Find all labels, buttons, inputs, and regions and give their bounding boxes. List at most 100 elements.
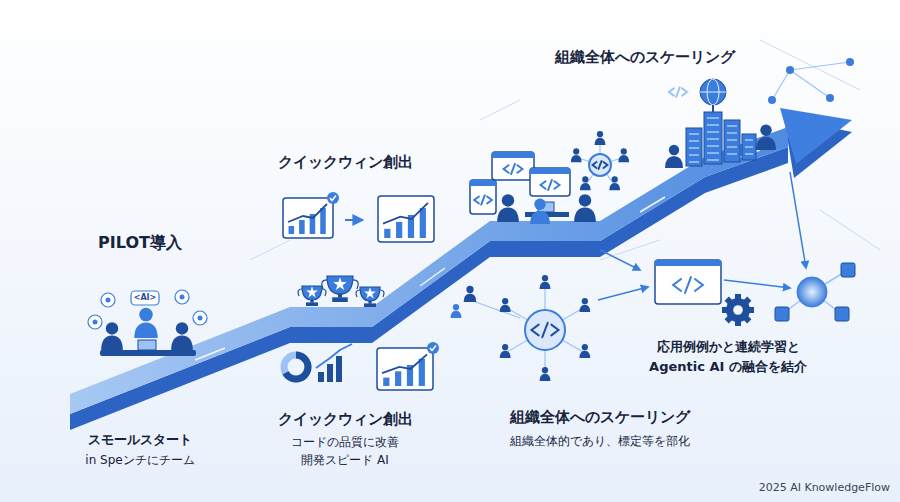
person-head [612, 176, 618, 182]
flow-arrow [598, 287, 648, 300]
person-body [618, 155, 629, 162]
code-window [492, 152, 534, 180]
watermark: 2025 AI KnowledgeFlow [759, 482, 890, 495]
chart-panel [283, 198, 333, 238]
idea-dot [198, 316, 203, 321]
person-head [621, 148, 627, 154]
person-body [756, 137, 776, 150]
cube [775, 307, 789, 321]
code-symbol [474, 195, 492, 204]
server-slot [707, 118, 719, 119]
trend-line [383, 203, 428, 224]
person-head [502, 194, 514, 206]
idea-bubble [88, 315, 102, 329]
person-head [573, 148, 579, 154]
person-body [595, 138, 606, 145]
faint-line [760, 40, 860, 90]
check-mark [330, 196, 336, 201]
person-head [466, 286, 473, 293]
code-symbol [532, 323, 559, 337]
server-slot [727, 154, 737, 155]
cube [835, 307, 849, 321]
globe-equator [700, 92, 726, 93]
laptop [138, 340, 156, 350]
globe [700, 79, 726, 105]
chart-bar [420, 208, 426, 238]
trophy-stem [310, 300, 313, 303]
faint-line [820, 210, 880, 250]
net-node [826, 94, 834, 102]
person-body [101, 336, 123, 350]
person-body [451, 311, 462, 318]
person-body [574, 208, 596, 222]
idea-dot [93, 320, 98, 325]
hub-circle [525, 310, 565, 350]
table [100, 350, 196, 356]
net-link [790, 62, 850, 70]
flow-arrow [724, 280, 790, 288]
trophy-cup [327, 276, 353, 294]
net-node [768, 96, 776, 104]
flow-arrow [790, 172, 806, 268]
person-head [582, 298, 588, 304]
pilot-team [88, 290, 207, 356]
stage-title: 組織全体へのスケーリング [510, 409, 690, 426]
gear-body [726, 298, 750, 322]
stage-title: PILOT導入 [98, 234, 182, 252]
code-symbol [593, 161, 608, 169]
server-slot [707, 146, 719, 147]
chart-bar [320, 208, 326, 234]
person-body [580, 183, 591, 190]
chart-bar [383, 378, 389, 386]
chart-bar [289, 226, 295, 234]
bar [336, 356, 342, 382]
stage-title: クイックウィン創出 [278, 411, 413, 428]
faint-line [480, 100, 520, 120]
person-body [540, 374, 551, 381]
check-mark [430, 346, 436, 351]
stage-title: 組織全体へのスケーリング [555, 49, 735, 66]
stage-note: 開発スピード AI [301, 454, 389, 468]
window-bar [530, 168, 570, 174]
server-slot [689, 162, 699, 163]
trend-line [382, 354, 427, 373]
staircase-arrow [70, 108, 852, 430]
globe-stem [712, 105, 714, 112]
scaling-bottom [451, 172, 855, 381]
server-slot [727, 133, 737, 134]
flow-line [470, 300, 520, 318]
stage-title: クイックウィン創出 [278, 154, 413, 171]
server-slot [727, 140, 737, 141]
chart-bar [419, 359, 425, 386]
idea-bubble [193, 311, 207, 325]
trophy-stem [338, 294, 342, 298]
server-slot [707, 132, 719, 133]
person-head [542, 275, 548, 281]
trend-line [288, 204, 327, 222]
server-slot [689, 134, 699, 135]
person-head [106, 322, 118, 334]
chart-panel [377, 348, 433, 390]
chart-bar [395, 371, 401, 386]
person-head [582, 344, 588, 350]
net-node [846, 58, 854, 66]
person-head [502, 298, 508, 304]
server-slot [727, 147, 737, 148]
server-slot [707, 160, 719, 161]
gear-hole [733, 305, 743, 315]
trophy-base [364, 303, 376, 307]
trophy-cup [360, 287, 380, 301]
server-tower [742, 134, 756, 160]
person-body [497, 208, 519, 222]
person-head [176, 322, 188, 334]
chart-bar [384, 229, 390, 238]
person-body [530, 211, 550, 224]
server-slot [707, 153, 719, 154]
cube [841, 263, 855, 277]
ribbon-arrow [640, 197, 665, 212]
trend-line [316, 344, 352, 368]
person-head [453, 304, 459, 310]
server-slot [707, 139, 719, 140]
code-symbol [673, 277, 703, 293]
ribbon-arrow [195, 348, 225, 360]
